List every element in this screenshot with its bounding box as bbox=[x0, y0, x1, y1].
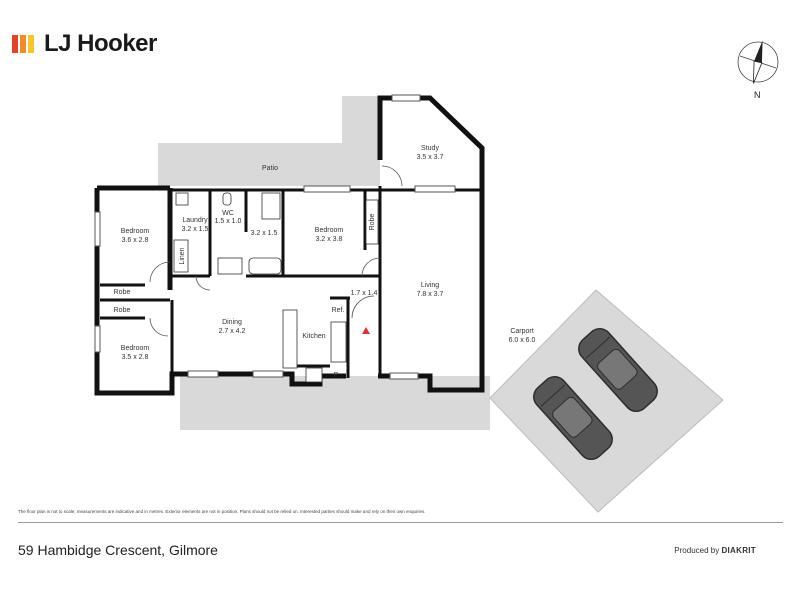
room-size-bedroom-bottom: 3.5 x 2.8 bbox=[122, 354, 149, 361]
room-size-laundry: 3.2 x 1.5 bbox=[182, 226, 209, 233]
robe-cupboard bbox=[365, 199, 379, 245]
room-label-bedroom-bottom: Bedroom bbox=[121, 345, 150, 352]
linen-cupboard bbox=[173, 239, 189, 273]
room-size-carport: 6.0 x 6.0 bbox=[509, 337, 536, 344]
room-label-linen: Linen bbox=[179, 247, 186, 264]
room-label-robe-top: Robe bbox=[114, 289, 131, 296]
car-bottom bbox=[533, 375, 613, 461]
bathtub bbox=[248, 257, 282, 275]
shower bbox=[261, 192, 281, 220]
logo-bars bbox=[12, 35, 36, 53]
produced-by-brand: DIAKRIT bbox=[721, 546, 756, 555]
room-label-ref: Ref. bbox=[332, 307, 345, 314]
front-path-area bbox=[180, 376, 490, 430]
compass-icon bbox=[737, 40, 779, 84]
room-label-dining: Dining bbox=[222, 319, 242, 326]
logo-bar-yellow bbox=[28, 35, 34, 53]
room-label-bedroom-centre: Bedroom bbox=[315, 227, 344, 234]
room-size-study: 3.5 x 3.7 bbox=[417, 154, 444, 161]
brand-name: LJ Hooker bbox=[44, 30, 157, 57]
kitchen-bench bbox=[330, 321, 347, 363]
windows bbox=[94, 94, 456, 380]
toilet bbox=[222, 192, 232, 206]
logo-bar-red bbox=[12, 35, 18, 53]
room-label-patio: Patio bbox=[262, 165, 278, 172]
interior-walls bbox=[100, 186, 482, 378]
compass-north-label: N bbox=[754, 90, 761, 100]
laundry-tub bbox=[175, 192, 189, 206]
logo-bar-orange bbox=[20, 35, 26, 53]
property-address: 59 Hambidge Crescent, Gilmore bbox=[18, 542, 218, 558]
room-size-entry: 1.7 x 1.4 bbox=[351, 290, 378, 297]
room-label-robe-centre: Robe bbox=[369, 214, 376, 231]
cooktop bbox=[305, 367, 323, 383]
room-label-kitchen: Kitchen bbox=[302, 333, 325, 340]
room-size-bedroom-centre: 3.2 x 3.8 bbox=[316, 236, 343, 243]
produced-by-prefix: Produced by bbox=[674, 546, 720, 555]
room-label-study: Study bbox=[421, 145, 439, 152]
room-label-living: Living bbox=[421, 282, 439, 289]
car-top bbox=[578, 327, 658, 413]
room-labels: Patio Study 3.5 x 3.7 Laundry 3.2 x 1.5 … bbox=[114, 145, 536, 379]
disclaimer-text: The floor plan is not to scale; measurem… bbox=[18, 509, 426, 514]
room-size-bath: 3.2 x 1.5 bbox=[251, 230, 278, 237]
room-label-wc: WC bbox=[222, 210, 234, 217]
fixtures bbox=[173, 192, 379, 383]
room-size-dining: 2.7 x 4.2 bbox=[219, 328, 246, 335]
room-label-robe-bottom: Robe bbox=[114, 307, 131, 314]
doors bbox=[149, 165, 403, 337]
produced-by: Produced by DIAKRIT bbox=[674, 546, 756, 555]
room-label-laundry: Laundry bbox=[182, 217, 208, 224]
island-bench bbox=[282, 309, 298, 369]
patio-area bbox=[158, 96, 380, 186]
footer-divider bbox=[18, 522, 783, 523]
vanity bbox=[217, 257, 243, 275]
room-label-bedroom-top: Bedroom bbox=[121, 228, 150, 235]
entry-marker bbox=[362, 327, 370, 334]
room-label-carport: Carport bbox=[510, 328, 533, 335]
room-size-living: 7.8 x 3.7 bbox=[417, 291, 444, 298]
room-label-pantry: P bbox=[334, 372, 339, 379]
room-size-bedroom-top: 3.6 x 2.8 bbox=[122, 237, 149, 244]
carport-area bbox=[489, 289, 724, 513]
brand-logo: LJ Hooker bbox=[12, 30, 157, 58]
room-size-wc: 1.5 x 1.0 bbox=[215, 218, 242, 225]
